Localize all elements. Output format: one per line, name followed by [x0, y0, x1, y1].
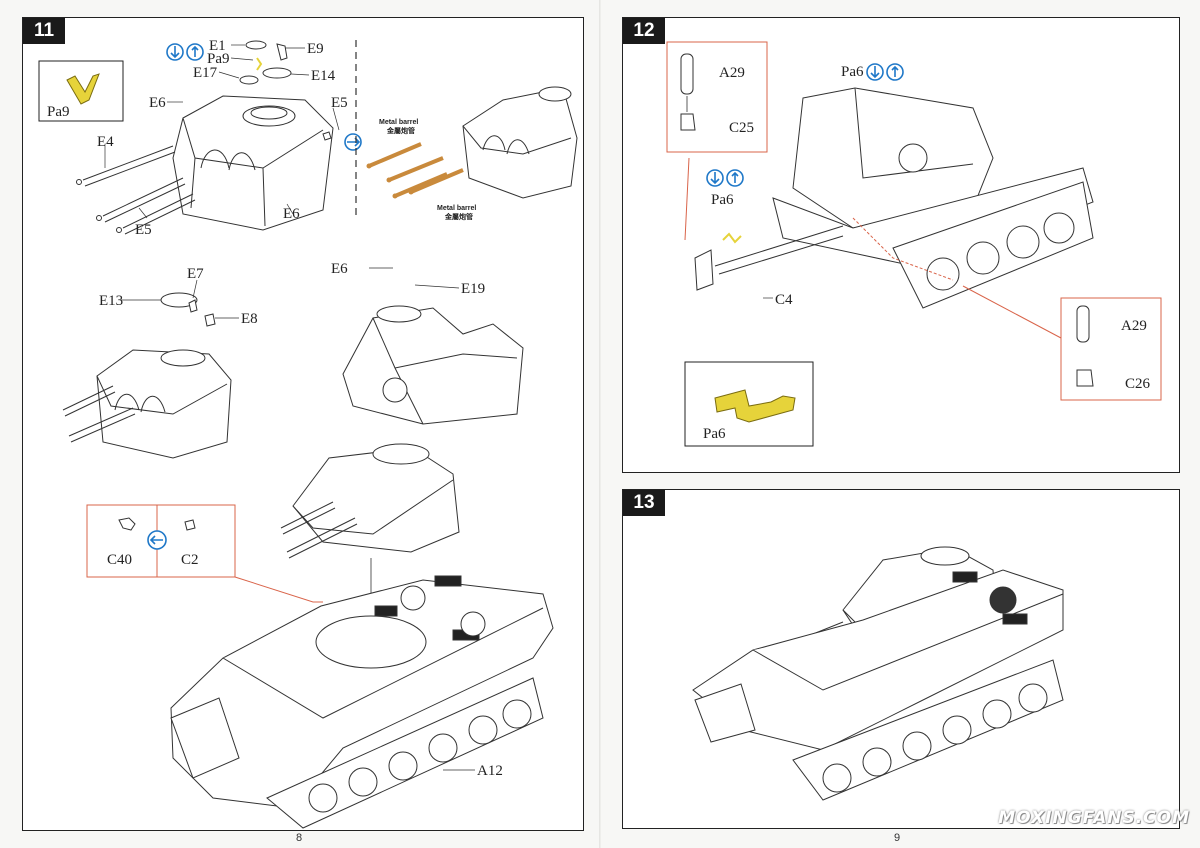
label-c2: C2 [181, 552, 199, 568]
c26-part-shape [1076, 369, 1094, 387]
step-11-number: 11 [23, 18, 65, 44]
label-pa6-top: Pa6 [841, 64, 864, 80]
label-a12: A12 [477, 763, 503, 779]
label-e6-bottom: E6 [283, 206, 300, 222]
a29-part-shape-b [1076, 305, 1090, 343]
tank-hull-step11 [170, 575, 554, 829]
pa9-small-part [256, 57, 263, 71]
turret-assembly-mid-left [62, 292, 232, 459]
metal-barrels-icon [366, 142, 464, 199]
label-e8: E8 [241, 311, 258, 327]
turret-final [280, 443, 460, 559]
label-pa6-left: Pa6 [711, 192, 734, 208]
step-12-drawing: A29 C25 Pa6 Pa6 [666, 41, 1162, 447]
pa6-inset-label: Pa6 [703, 426, 726, 442]
step-11-frame: 11 Pa9 [22, 17, 584, 831]
metal-barrel-label-en-bottom: Metal barrel [437, 205, 476, 212]
label-e1: E1 [209, 38, 226, 54]
pa9-inset-label: Pa9 [47, 104, 70, 120]
label-c26: C26 [1125, 376, 1151, 392]
label-e5-top: E5 [331, 95, 348, 111]
label-e6-mid: E6 [331, 261, 348, 277]
step-13-number: 13 [623, 490, 665, 516]
c40-part-shape [118, 517, 136, 531]
turret-metal-barrel-view [462, 86, 578, 199]
step-12-number: 12 [623, 18, 665, 44]
turret-assembly-top [76, 40, 334, 235]
metal-barrel-label-en-top: Metal barrel [379, 119, 418, 126]
attach-arrow-glyph [149, 535, 163, 545]
callout-leader-a29-c26 [962, 285, 1062, 339]
label-e14: E14 [311, 68, 336, 84]
book-gutter [599, 0, 601, 848]
callout-leader [234, 576, 323, 603]
label-e5-bottom: E5 [135, 222, 152, 238]
red-detail-line [852, 217, 954, 281]
metal-barrel-label-zh-bottom: 金屬炮管 [444, 212, 473, 221]
label-e19: E19 [461, 281, 485, 297]
label-e4: E4 [97, 134, 114, 150]
direction-arrows-icon-12b [866, 63, 904, 81]
label-e6-top: E6 [149, 95, 166, 111]
page-number-left: 8 [296, 832, 303, 844]
label-c40: C40 [107, 552, 132, 568]
leader-lines-mid [121, 267, 460, 319]
label-pa9: Pa9 [207, 51, 230, 67]
label-a29-bottom: A29 [1121, 318, 1147, 334]
step-13-drawing [692, 546, 1064, 801]
label-e13: E13 [99, 293, 123, 309]
direction-arrows-icon-right [344, 133, 362, 151]
label-e7: E7 [187, 266, 204, 282]
c25-part-shape [680, 113, 696, 131]
step-13-frame: 13 [622, 489, 1180, 829]
page-number-right: 9 [894, 832, 901, 844]
page-8: 11 Pa9 [22, 17, 584, 844]
callout-leader-a29-c25 [684, 157, 690, 241]
pa9-part-shape [66, 73, 100, 105]
pa6-small-part [722, 232, 742, 244]
label-c4: C4 [775, 292, 793, 308]
tank-complete [692, 546, 1064, 801]
c2-part-shape [184, 519, 196, 531]
label-e17: E17 [193, 65, 218, 81]
metal-barrel-label-zh-top: 金屬炮管 [386, 126, 415, 135]
direction-arrows-icon-12a [706, 169, 744, 187]
label-a29-top: A29 [719, 65, 745, 81]
turret-rear-view [342, 305, 524, 425]
label-c25: C25 [729, 120, 754, 136]
direction-arrows-icon [166, 43, 204, 61]
step-11-drawing: Pa9 [38, 38, 578, 829]
leader-lines-top [104, 44, 340, 219]
tank-rear-assembly [694, 87, 1094, 309]
page-9: 12 A29 C25 Pa6 Pa6 [600, 0, 1200, 848]
watermark-text: MOXINGFANS.COM [998, 808, 1190, 828]
pa6-part-shape [714, 389, 796, 423]
step-12-frame: 12 A29 C25 Pa6 Pa6 [622, 17, 1180, 473]
label-e9: E9 [307, 41, 324, 57]
a29-part-shape [680, 53, 694, 95]
